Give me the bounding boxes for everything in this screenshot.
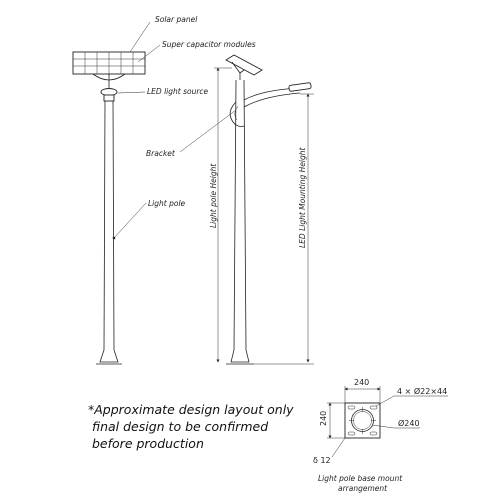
side-view-pole: Bracket Light pole Height LED Light Moun… (146, 54, 314, 365)
base-caption-line2: arrangement (338, 484, 388, 493)
led-light-head (100, 88, 118, 102)
label-super-capacitor: Super capacitor modules (162, 40, 256, 49)
label-pole-height: Light pole Height (209, 163, 218, 228)
base-dim-left: 240 (319, 411, 328, 426)
tilted-solar-panel (225, 54, 263, 80)
base-dim-top: 240 (354, 378, 369, 387)
light-pole-shaft (96, 100, 122, 365)
base-caption-line1: Light pole base mount (318, 474, 403, 483)
mounting-height-dimension: LED Light Mounting Height (254, 93, 314, 365)
label-solar-panel: Solar panel (155, 15, 198, 24)
label-light-pole: Light pole (148, 199, 186, 208)
label-led-light-source: LED light source (147, 87, 209, 96)
base-plate-detail: 240 240 4 × Ø22×44 Ø240 δ 12 Light pole … (313, 378, 448, 493)
solar-panel (72, 51, 146, 88)
base-thickness: δ 12 (313, 456, 331, 465)
label-mounting-height: LED Light Mounting Height (298, 146, 307, 248)
pole-height-dimension: Light pole Height (209, 67, 232, 363)
design-note: *Approximate design layout only final de… (88, 402, 294, 451)
label-bracket: Bracket (146, 149, 176, 158)
note-line-3: before production (92, 436, 204, 451)
note-line-1: *Approximate design layout only (88, 402, 294, 417)
note-line-2: final design to be confirmed (92, 419, 268, 434)
base-diameter: Ø240 (398, 418, 420, 428)
front-view-pole: Solar panel Super capacitor modules LED … (72, 15, 256, 365)
bracket-arm (229, 82, 312, 127)
base-hole-spec: 4 × Ø22×44 (397, 386, 447, 396)
